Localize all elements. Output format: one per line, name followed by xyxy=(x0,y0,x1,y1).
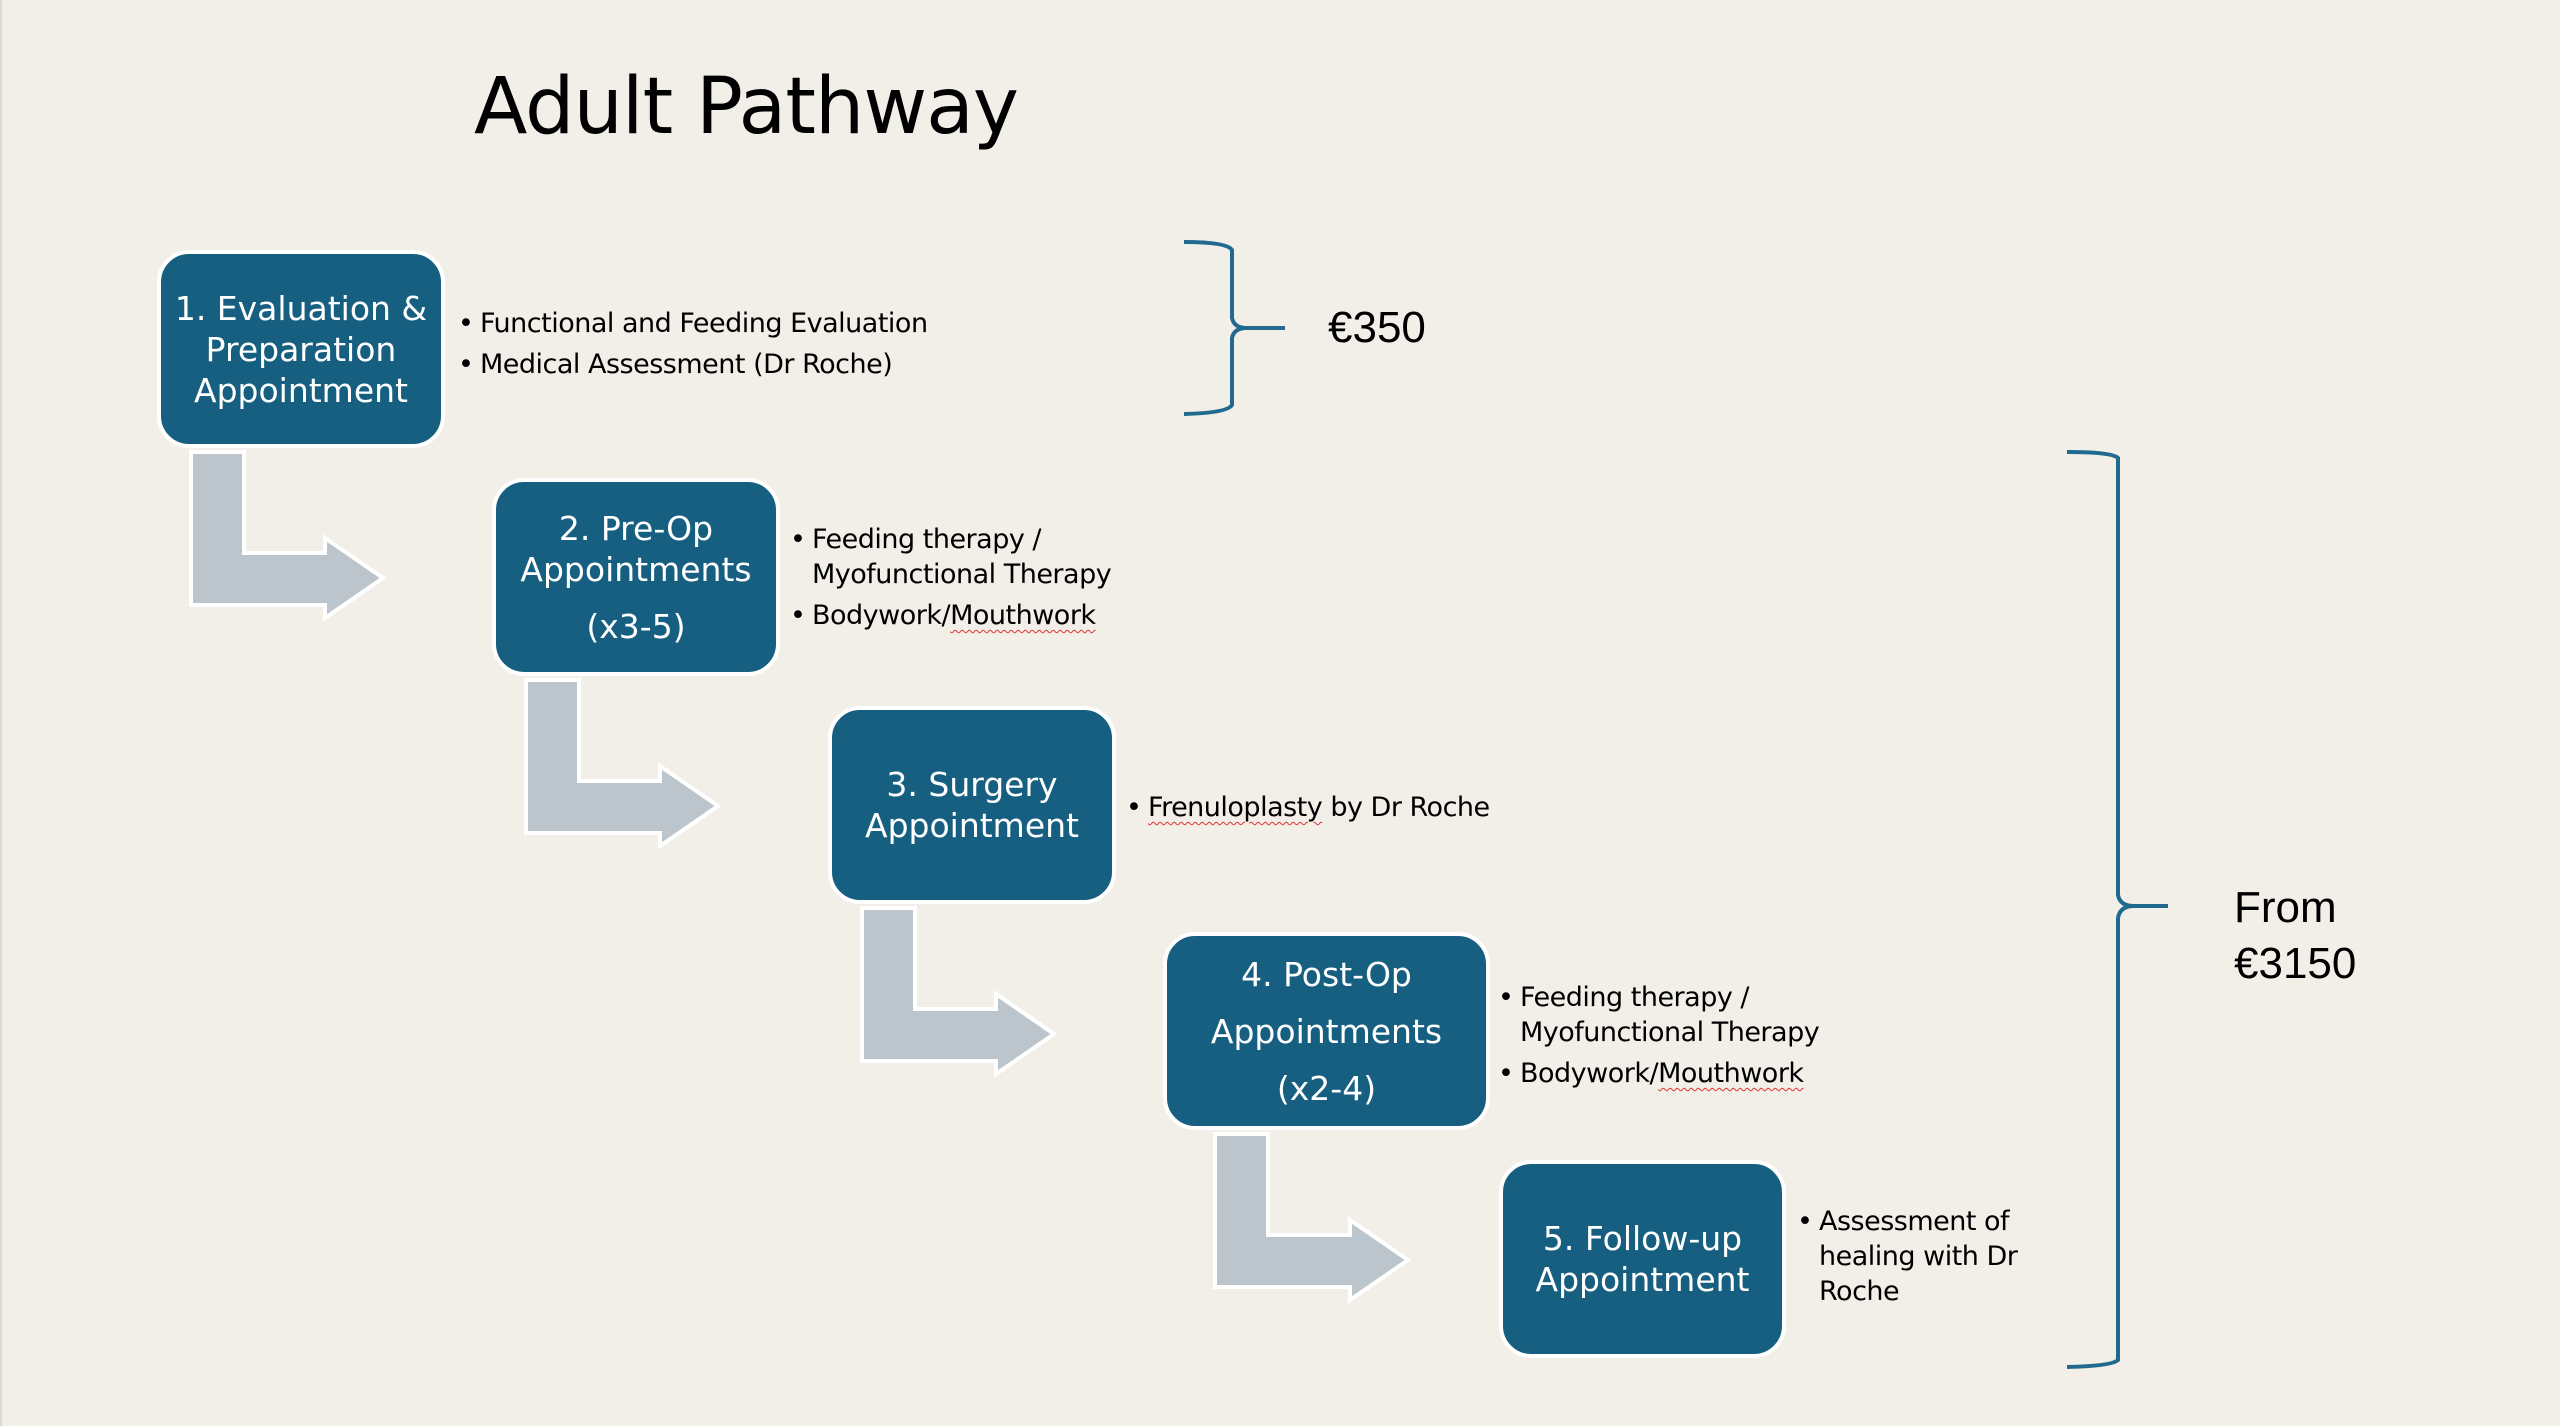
step-4-line: 4. Post-Op xyxy=(1241,954,1412,994)
bullet-text: Bodywork/Mouthwork xyxy=(812,600,1096,631)
step-5-line: 5. Follow-up xyxy=(1542,1219,1743,1258)
bullet-item: Bodywork/Mouthwork xyxy=(1498,1056,1848,1091)
step-3-box: 3. Surgery Appointment xyxy=(828,706,1116,904)
spellcheck-word: Frenuloplasty xyxy=(1148,792,1323,823)
bullet-item: Bodywork/Mouthwork xyxy=(790,598,1140,633)
bullet-text: Bodywork/Mouthwork xyxy=(1520,1058,1804,1089)
step-1-line: 1. Evaluation & xyxy=(174,288,428,328)
bullet-item: Feeding therapy / Myofunctional Therapy xyxy=(790,522,1140,592)
total-price-amount: €3150 xyxy=(2234,939,2357,988)
bullet-item: Assessment of healing with Dr Roche xyxy=(1797,1204,2037,1309)
bent-arrow-icon xyxy=(189,450,387,622)
step-2-count: (x3-5) xyxy=(586,606,686,646)
curly-brace-icon xyxy=(1183,240,1285,416)
step-2-line: 2. Pre-Op xyxy=(558,508,714,548)
total-price: From €3150 xyxy=(2234,880,2356,992)
curly-brace-icon xyxy=(2066,450,2168,1369)
step-2-box: 2. Pre-Op Appointments (x3-5) xyxy=(492,478,780,676)
bent-arrow-icon xyxy=(860,906,1058,1078)
step-4-bullets: Feeding therapy / Myofunctional Therapy … xyxy=(1498,980,1848,1091)
spellcheck-word: Mouthwork xyxy=(950,600,1096,631)
bullet-item: Frenuloplasty by Dr Roche xyxy=(1126,790,1546,825)
step-2-line: Appointments xyxy=(520,549,752,589)
step-5-bullets: Assessment of healing with Dr Roche xyxy=(1797,1204,2037,1309)
spellcheck-word: Mouthwork xyxy=(1658,1058,1804,1089)
step-4-line: Appointments xyxy=(1210,1011,1443,1051)
bullet-item: Medical Assessment (Dr Roche) xyxy=(458,347,1018,382)
bullet-text: Frenuloplasty by Dr Roche xyxy=(1148,792,1490,823)
step-3-line: 3. Surgery xyxy=(886,765,1058,804)
step-4-box: 4. Post-Op Appointments (x2-4) xyxy=(1163,932,1490,1130)
page-title: Adult Pathway xyxy=(474,62,1019,152)
step-1-line: Preparation xyxy=(205,329,397,369)
step-1-box: 1. Evaluation & Preparation Appointment xyxy=(157,250,445,448)
step-5-line: Appointment xyxy=(1535,1260,1750,1299)
step-4-count: (x2-4) xyxy=(1276,1068,1377,1108)
step-3-bullets: Frenuloplasty by Dr Roche xyxy=(1126,790,1546,825)
step-2-bullets: Feeding therapy / Myofunctional Therapy … xyxy=(790,522,1140,633)
bent-arrow-icon xyxy=(1213,1132,1412,1304)
bent-arrow-icon xyxy=(524,678,722,850)
total-price-prefix: From xyxy=(2234,883,2337,932)
step-3-line: Appointment xyxy=(865,806,1079,845)
bullet-item: Feeding therapy / Myofunctional Therapy xyxy=(1498,980,1848,1050)
step-5-box: 5. Follow-up Appointment xyxy=(1499,1160,1786,1358)
evaluation-price: €350 xyxy=(1328,303,1426,352)
bullet-item: Functional and Feeding Evaluation xyxy=(458,306,1018,341)
step-1-line: Appointment xyxy=(194,370,408,410)
step-1-bullets: Functional and Feeding Evaluation Medica… xyxy=(458,306,1018,382)
